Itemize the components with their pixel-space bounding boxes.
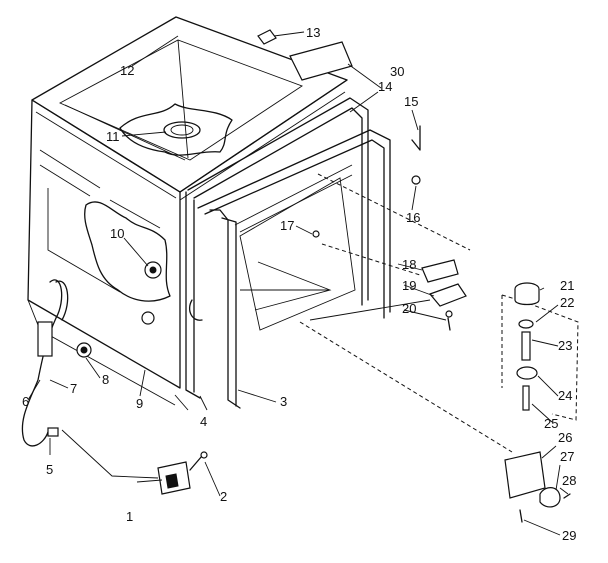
callout-21: 21 [560, 278, 574, 293]
callout-12: 12 [120, 63, 134, 78]
callout-14: 14 [378, 79, 392, 94]
callout-8: 8 [102, 372, 109, 387]
hardware-top-right [257, 29, 471, 331]
callout-19: 19 [402, 278, 416, 293]
dishwasher-tub [27, 16, 348, 406]
callout-4: 4 [200, 414, 207, 429]
callout-18: 18 [402, 257, 416, 272]
callout-23: 23 [558, 338, 572, 353]
callout-24: 24 [558, 388, 572, 403]
callout-16: 16 [406, 210, 420, 225]
drain-hose-assembly [21, 279, 155, 447]
callout-30: 30 [390, 64, 404, 79]
tub-floor [174, 177, 431, 411]
callout-10: 10 [110, 226, 124, 241]
callout-29: 29 [562, 528, 576, 543]
callout-17: 17 [280, 218, 294, 233]
callout-2: 2 [220, 489, 227, 504]
door-gaskets [185, 97, 391, 409]
pump-assembly [299, 282, 579, 523]
callout-26: 26 [558, 430, 572, 445]
side-cutout [84, 201, 171, 302]
callout-3: 3 [280, 394, 287, 409]
callout-11: 11 [106, 129, 120, 144]
callout-13: 13 [306, 25, 320, 40]
callout-7: 7 [70, 381, 77, 396]
callout-9: 9 [136, 396, 143, 411]
callout-20: 20 [402, 301, 416, 316]
leader-lines [27, 31, 569, 536]
spray-arm-opening [119, 103, 233, 156]
inlet-valve [61, 429, 208, 495]
callout-labels: 1 2 3 4 5 6 7 8 9 10 11 12 13 14 15 16 1… [22, 25, 576, 543]
callout-5: 5 [46, 462, 53, 477]
callout-27: 27 [560, 449, 574, 464]
callout-6: 6 [22, 394, 29, 409]
callout-22: 22 [560, 295, 574, 310]
callout-28: 28 [562, 473, 576, 488]
callout-1: 1 [126, 509, 133, 524]
callout-15: 15 [404, 94, 418, 109]
callout-25: 25 [544, 416, 558, 431]
